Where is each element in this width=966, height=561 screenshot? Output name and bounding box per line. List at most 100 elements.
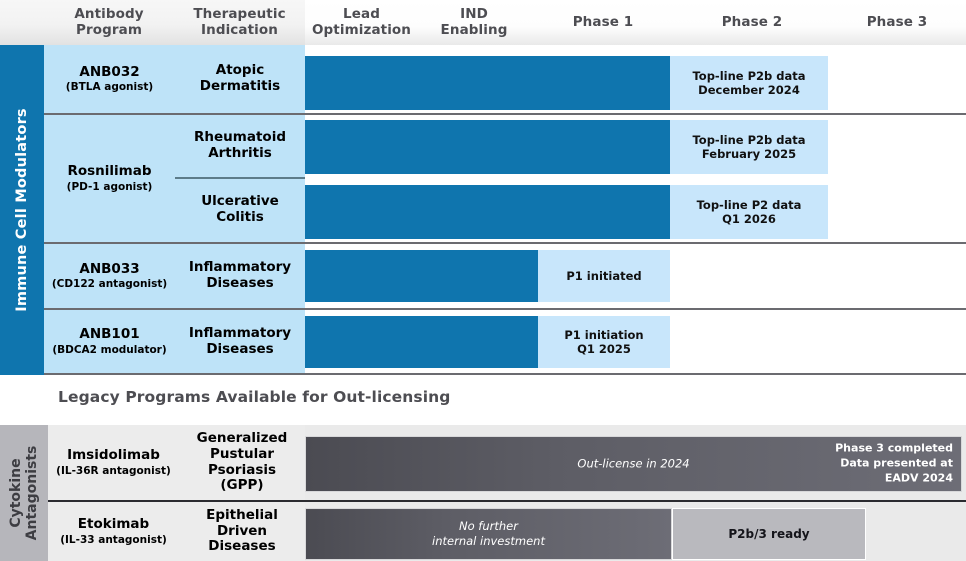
header-therapeutic-indication-line2: Indication	[200, 21, 278, 38]
indication-ra-line2: Arthritis	[208, 145, 272, 161]
header-phase-2: Phase 2	[721, 13, 783, 30]
legacy-bar-note-etokimab-line2: internal investment	[432, 534, 545, 548]
progress-bar-rosnilimab-uc	[305, 185, 670, 239]
program-cell-imsidolimab: Imsidolimab (IL-36R antagonist)	[48, 425, 179, 500]
legacy-status-imsidolimab-line3: EADV 2024	[884, 471, 953, 485]
header-therapeutic-indication: Therapeutic Indication	[174, 0, 305, 45]
column-header-bar: Antibody Program Therapeutic Indication …	[0, 0, 966, 45]
milestone-box-anb032: Top-line P2b data December 2024	[670, 56, 828, 110]
legacy-section-title: Legacy Programs Available for Out-licens…	[58, 388, 451, 406]
category-cytokine-line1: Cytokine	[7, 458, 24, 528]
program-target-rosnilimab: (PD-1 agonist)	[66, 180, 153, 193]
legacy-status-imsidolimab-line2: Data presented at	[840, 456, 953, 470]
header-therapeutic-indication-line1: Therapeutic	[193, 5, 286, 22]
indication-cell-ulcerative-colitis: Ulcerative Colitis	[175, 180, 305, 240]
progress-bar-anb032	[305, 56, 670, 110]
header-ind-enabling-line2: Enabling	[440, 21, 508, 38]
progress-bar-anb101	[305, 316, 538, 368]
indication-imsidolimab-line1: Generalized	[196, 429, 288, 446]
legacy-bar-imsidolimab: Out-license in 2024 Phase 3 completed Da…	[305, 436, 962, 492]
program-cell-anb032: ANB032 (BTLA agonist)	[44, 45, 175, 113]
indication-imsidolimab-line4: (GPP)	[220, 477, 264, 494]
header-lead-optimization-line1: Lead	[343, 5, 380, 22]
category-cytokine-label: Cytokine Antagonists	[8, 446, 40, 541]
legacy-status-imsidolimab: Phase 3 completed Data presented at EADV…	[835, 442, 953, 487]
program-cell-anb033: ANB033 (CD122 antagonist)	[44, 244, 175, 308]
indication-anb101-line2: Diseases	[206, 340, 274, 357]
row-separator	[44, 308, 966, 310]
category-immune-label: Immune Cell Modulators	[14, 108, 30, 312]
header-antibody-program-line2: Program	[75, 21, 143, 38]
header-ind-enabling: IND Enabling	[418, 0, 530, 45]
indication-anb033-line1: Inflammatory	[188, 259, 292, 276]
program-name-imsidolimab: Imsidolimab	[67, 447, 160, 464]
category-cytokine-antagonists: Cytokine Antagonists	[0, 425, 48, 561]
milestone-box-rosnilimab-uc: Top-line P2 data Q1 2026	[670, 185, 828, 239]
indication-imsidolimab-line2: Pustular	[209, 445, 274, 462]
program-target-imsidolimab: (IL-36R antagonist)	[56, 464, 171, 477]
program-name-etokimab: Etokimab	[77, 516, 150, 533]
category-cytokine-line2: Antagonists	[24, 445, 40, 541]
indication-imsidolimab-line3: Psoriasis	[207, 461, 277, 478]
legacy-bar-note-etokimab-line1: No further	[459, 519, 518, 534]
header-white-overlay	[305, 0, 966, 45]
program-cell-etokimab: Etokimab (IL-33 antagonist)	[48, 502, 179, 561]
header-lead-optimization-line2: Optimization	[311, 21, 412, 38]
program-target-anb032: (BTLA agonist)	[65, 81, 154, 94]
program-target-anb033: (CD122 antagonist)	[51, 278, 168, 291]
indication-ra-line1: Rheumatoid	[194, 129, 286, 146]
milestone-anb032-line2: December 2024	[698, 83, 800, 97]
indication-anb032-line2: Dermatitis	[199, 78, 281, 94]
indication-anb101-line1: Inflammatory	[188, 324, 292, 341]
program-name-anb101: ANB101	[79, 326, 140, 343]
indication-etokimab-line3: Diseases	[208, 538, 276, 555]
program-name-anb033: ANB033	[79, 260, 140, 277]
indication-sub-separator	[175, 177, 305, 179]
indication-etokimab-line1: Epithelial	[206, 506, 278, 523]
row-separator	[44, 373, 966, 375]
legacy-status-box-etokimab: P2b/3 ready	[672, 508, 866, 560]
milestone-anb101-line1: P1 initiation	[564, 327, 644, 342]
legacy-status-imsidolimab-line1: Phase 3 completed	[835, 441, 953, 455]
indication-cell-etokimab: Epithelial Driven Diseases	[179, 502, 305, 561]
program-name-rosnilimab: Rosnilimab	[67, 163, 152, 180]
milestone-anb032-line1: Top-line P2b data	[692, 68, 806, 83]
indication-cell-anb033: Inflammatory Diseases	[175, 244, 305, 308]
progress-bar-rosnilimab-ra	[305, 120, 670, 174]
row-separator	[44, 113, 966, 115]
milestone-anb101-line2: Q1 2025	[577, 342, 631, 356]
category-immune-cell-modulators: Immune Cell Modulators	[0, 45, 44, 375]
indication-cell-rheumatoid-arthritis: Rheumatoid Arthritis	[175, 116, 305, 176]
milestone-uc-line2: Q1 2026	[722, 212, 776, 226]
program-target-anb101: (BDCA2 modulator)	[52, 343, 167, 356]
indication-etokimab-line2: Driven	[216, 522, 268, 539]
milestone-box-anb101: P1 initiation Q1 2025	[538, 316, 670, 368]
milestone-box-rosnilimab-ra: Top-line P2b data February 2025	[670, 120, 828, 174]
header-antibody-program-line1: Antibody	[74, 5, 144, 22]
indication-anb033-line2: Diseases	[206, 275, 274, 291]
milestone-anb033-line1: P1 initiated	[566, 268, 642, 283]
milestone-ra-line1: Top-line P2b data	[692, 132, 806, 147]
legacy-bar-etokimab: No further internal investment	[305, 508, 672, 560]
header-phase-1: Phase 1	[572, 13, 634, 30]
indication-uc-line2: Colitis	[216, 209, 264, 225]
legacy-bar-note-etokimab: No further internal investment	[306, 519, 671, 549]
indication-anb032-line1: Atopic	[215, 62, 265, 79]
legacy-row-separator	[48, 500, 966, 502]
indication-cell-anb032: Atopic Dermatitis	[175, 45, 305, 113]
program-cell-rosnilimab: Rosnilimab (PD-1 agonist)	[44, 115, 175, 242]
program-cell-anb101: ANB101 (BDCA2 modulator)	[44, 310, 175, 373]
program-name-anb032: ANB032	[79, 63, 140, 80]
immune-label-panel	[44, 45, 305, 375]
header-phase-3: Phase 3	[866, 13, 928, 30]
legacy-bar-note-imsidolimab: Out-license in 2024	[577, 456, 690, 471]
header-antibody-program: Antibody Program	[44, 0, 174, 45]
indication-cell-imsidolimab: Generalized Pustular Psoriasis (GPP)	[179, 425, 305, 500]
indication-uc-line1: Ulcerative	[201, 193, 279, 210]
progress-bar-anb033	[305, 250, 538, 302]
row-separator	[44, 242, 966, 244]
legacy-label-panel	[48, 425, 305, 561]
program-target-etokimab: (IL-33 antagonist)	[60, 533, 167, 546]
indication-cell-anb101: Inflammatory Diseases	[175, 310, 305, 373]
